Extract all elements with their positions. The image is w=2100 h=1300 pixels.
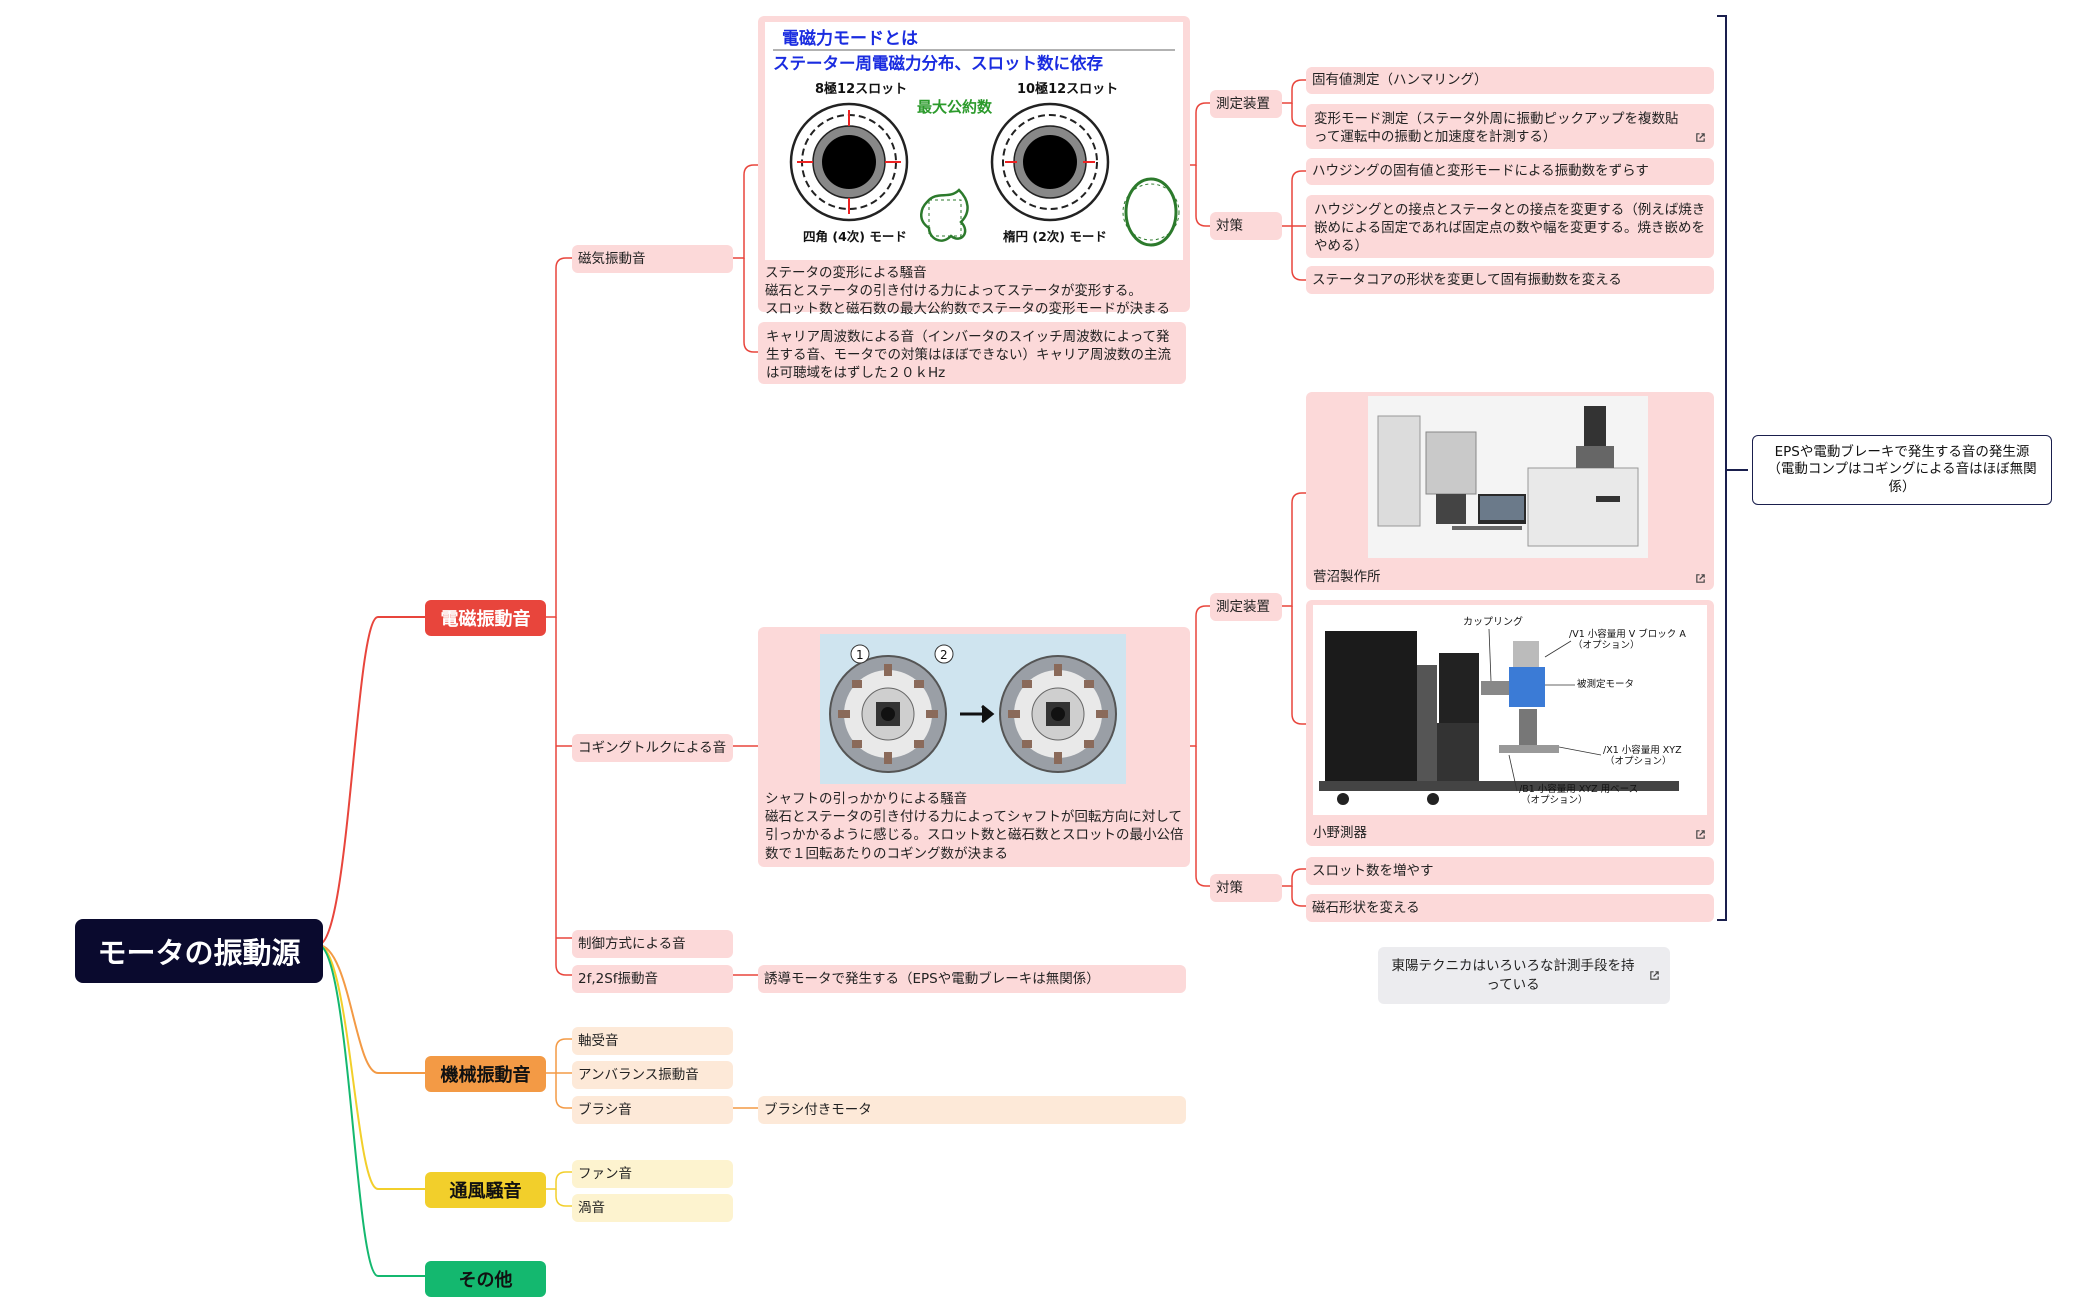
toyo-technica-note[interactable]: 東陽テクニカはいろいろな計測手段を持っている [1378,947,1670,1004]
external-link-icon[interactable] [1695,573,1706,584]
magnetic-card-text: ステータの変形による騒音 磁石とステータの引き付ける力によってステータが変形する… [765,265,1170,318]
stator-10pole-icon [990,102,1110,222]
node-deformation-mode[interactable]: 変形モード測定（ステータ外周に振動ピックアップを複数貼って運転中の振動と加速度を… [1306,104,1714,149]
node-natural-frequency[interactable]: 固有値測定（ハンマリング） [1306,67,1714,94]
cogging-card-text: シャフトの引っかかりによる騒音 磁石とステータの引き付ける力によってシャフトが回… [765,791,1184,862]
node-shift-frequency[interactable]: ハウジングの固有値と変形モードによる振動数をずらす [1306,158,1714,185]
figure-title: 電磁力モードとは [782,28,918,49]
deformation-mode-text: 変形モード測定（ステータ外周に振動ピックアップを複数貼って運転中の振動と加速度を… [1314,111,1679,146]
label-motor: 被測定モータ [1577,678,1634,690]
summary-note[interactable]: EPSや電動ブレーキで発生する音の発生源（電動コンプはコギングによる音はほぼ無関… [1752,435,2052,505]
external-link-icon[interactable] [1695,132,1706,143]
node-cogging-torque[interactable]: コギングトルクによる音 [572,734,733,762]
node-unbalance-noise[interactable]: アンバランス振動音 [572,1061,733,1089]
node-cogging-counter[interactable]: 対策 [1210,874,1282,902]
label-10pole: 10極12スロット [1017,81,1118,97]
stator-8pole-icon [789,102,909,222]
label-square-mode: 四角 (4次) モード [803,229,907,244]
marker-2: 2 [940,648,948,662]
label-v1-option: （オプション） [1573,639,1640,651]
category-ventilation[interactable]: 通風騒音 [425,1172,546,1208]
onosokki-label: 小野測器 [1313,825,1367,841]
label-v1: /V1 小容量用 V ブロック A [1569,628,1686,640]
category-other[interactable]: その他 [425,1261,546,1297]
node-cogging-measure[interactable]: 測定装置 [1210,593,1282,621]
node-change-core-shape[interactable]: ステータコアの形状を変更して固有振動数を変える [1306,266,1714,294]
node-magnetic-vibration[interactable]: 磁気振動音 [572,245,733,273]
ellipse-mode-shape-icon [1122,177,1180,247]
label-x1-option: （オプション） [1605,755,1672,767]
node-control-method[interactable]: 制御方式による音 [572,930,733,958]
node-magnetic-counter[interactable]: 対策 [1210,212,1282,240]
toyo-note-text: 東陽テクニカはいろいろな計測手段を持っている [1391,958,1635,993]
label-gcd: 最大公約数 [917,98,993,116]
magnetic-card[interactable]: 電磁力モードとは ステーター周電磁力分布、スロット数に依存 8極12スロット 最… [758,16,1190,317]
label-x1: /X1 小容量用 XYZ [1603,744,1682,756]
onosokki-equipment-diagram: カップリング /V1 小容量用 V ブロック A （オプション） 被測定モータ … [1313,605,1707,815]
sugawara-label: 菅沼製作所 [1313,569,1381,585]
node-increase-slots[interactable]: スロット数を増やす [1306,857,1714,885]
node-2f-note[interactable]: 誘導モータで発生する（EPSや電動ブレーキは無関係） [758,965,1186,993]
label-b1: /B1 小容量用 XYZ 用ベース [1519,783,1638,795]
label-ellipse-mode: 楕円 (2次) モード [1003,229,1107,244]
node-brush-noise[interactable]: ブラシ音 [572,1096,733,1124]
node-onosokki[interactable]: カップリング /V1 小容量用 V ブロック A （オプション） 被測定モータ … [1306,600,1714,846]
cogging-card[interactable]: 1 2 シャフトの引っかかりによる騒音 磁石とステータの引き付ける力によってシャ… [758,627,1190,867]
node-vortex-noise[interactable]: 渦音 [572,1194,733,1222]
sugawara-equipment-image [1368,396,1648,558]
arrow-right-icon [960,704,995,724]
node-brushed-motor[interactable]: ブラシ付きモータ [758,1096,1186,1124]
node-sugawara[interactable]: 菅沼製作所 [1306,392,1714,590]
root-topic[interactable]: モータの振動源 [75,919,323,983]
node-bearing-noise[interactable]: 軸受音 [572,1027,733,1055]
node-2f-vibration[interactable]: 2f,2Sf振動音 [572,965,733,993]
electromagnetic-mode-figure: 電磁力モードとは ステーター周電磁力分布、スロット数に依存 8極12スロット 最… [765,22,1183,260]
category-electromagnetic[interactable]: 電磁振動音 [425,600,546,636]
cogging-figure: 1 2 [820,634,1126,784]
external-link-icon[interactable] [1649,970,1660,981]
figure-subtitle: ステーター周電磁力分布、スロット数に依存 [773,53,1104,73]
node-magnetic-measure[interactable]: 測定装置 [1210,90,1282,118]
label-b1-option: （オプション） [1521,794,1588,806]
node-carrier-frequency[interactable]: キャリア周波数による音（インバータのスイッチ周波数によって発生する音、モータでの… [758,322,1186,384]
node-fan-noise[interactable]: ファン音 [572,1160,733,1188]
category-mechanical[interactable]: 機械振動音 [425,1056,546,1092]
node-change-contact[interactable]: ハウジングとの接点とステータとの接点を変更する（例えば焼き嵌めによる固定であれば… [1306,195,1714,258]
label-coupling: カップリング [1463,615,1523,628]
label-8pole: 8極12スロット [815,81,907,97]
node-change-magnet-shape[interactable]: 磁石形状を変える [1306,894,1714,922]
marker-1: 1 [856,648,864,662]
square-mode-shape-icon [920,188,969,242]
external-link-icon[interactable] [1695,829,1706,840]
